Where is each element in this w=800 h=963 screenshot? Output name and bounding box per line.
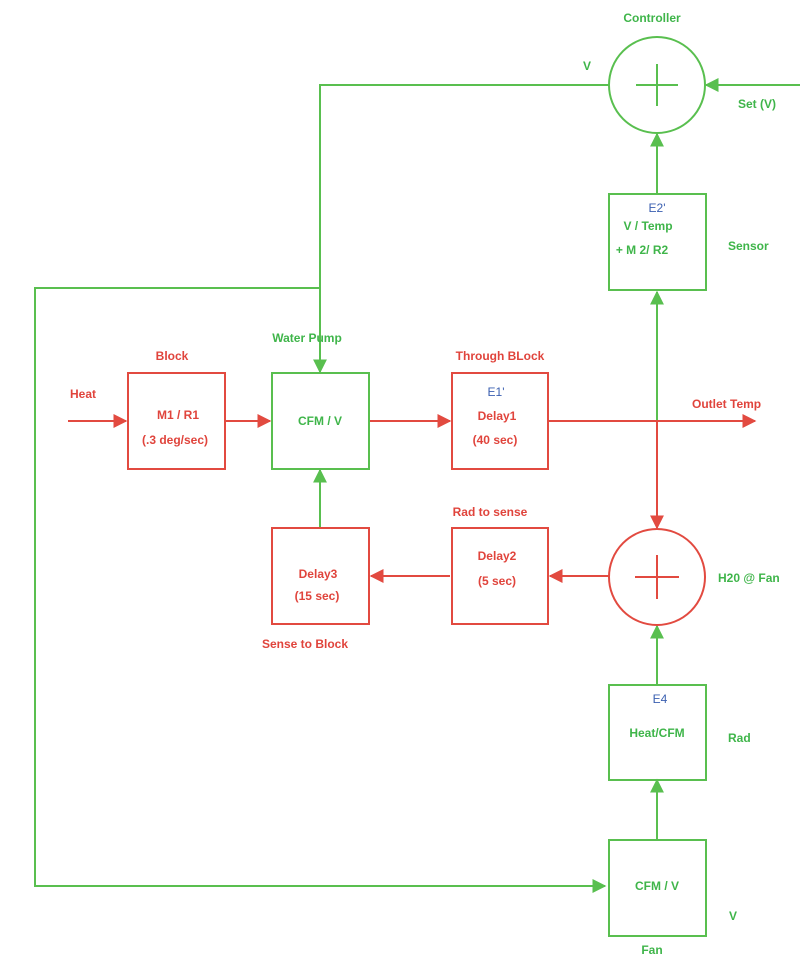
fan-voltage-feedback-line bbox=[34, 287, 607, 893]
delay3-caption: Sense to Block bbox=[262, 637, 348, 651]
sensor-line2: + M 2/ R2 bbox=[616, 243, 669, 257]
block-box bbox=[127, 372, 226, 470]
fan-label: Fan bbox=[641, 943, 662, 957]
rad-text: Heat/CFM bbox=[629, 726, 684, 740]
sum-junction-label: H20 @ Fan bbox=[718, 571, 780, 585]
heat-label: Heat bbox=[70, 387, 96, 401]
through-block-title: Through BLock bbox=[456, 349, 545, 363]
sum-circle bbox=[608, 528, 706, 626]
setpoint-label: Set (V) bbox=[738, 97, 776, 111]
rad-label: Rad bbox=[728, 731, 751, 745]
delay2-line1: Delay2 bbox=[478, 549, 517, 563]
delay3-line1: Delay3 bbox=[299, 567, 338, 581]
delay1-id: E1' bbox=[488, 385, 505, 399]
controller-summing-junction bbox=[608, 36, 706, 134]
delay1-line1: Delay1 bbox=[478, 409, 517, 423]
water-pump-box bbox=[271, 372, 370, 470]
controller-label: Controller bbox=[623, 11, 681, 25]
delay3-line2: (15 sec) bbox=[295, 589, 340, 603]
delay1-box bbox=[451, 372, 549, 470]
block-title: Block bbox=[156, 349, 189, 363]
fan-box bbox=[608, 839, 707, 937]
controller-output-label: V bbox=[583, 59, 591, 73]
delay2-title: Rad to sense bbox=[453, 505, 528, 519]
fan-text: CFM / V bbox=[635, 879, 679, 893]
rad-box bbox=[608, 684, 707, 781]
controller-to-pump-arrow bbox=[313, 84, 610, 374]
water-pump-title: Water Pump bbox=[272, 331, 342, 345]
block-line2: (.3 deg/sec) bbox=[142, 433, 208, 447]
fan-summing-junction bbox=[608, 528, 706, 626]
delay1-line2: (40 sec) bbox=[473, 433, 518, 447]
block-line1: M1 / R1 bbox=[157, 408, 199, 422]
rad-id: E4 bbox=[653, 692, 668, 706]
outlet-temp-label: Outlet Temp bbox=[692, 397, 761, 411]
sensor-line1: V / Temp bbox=[623, 219, 672, 233]
delay3-box bbox=[271, 527, 370, 625]
delay2-box bbox=[451, 527, 549, 625]
sensor-label: Sensor bbox=[728, 239, 769, 253]
delay2-line2: (5 sec) bbox=[478, 574, 516, 588]
sensor-box bbox=[608, 193, 707, 291]
red-connectors bbox=[68, 414, 757, 583]
green-connectors bbox=[34, 78, 800, 893]
sensor-id: E2' bbox=[649, 201, 666, 215]
water-pump-text: CFM / V bbox=[298, 414, 342, 428]
controller-circle bbox=[608, 36, 706, 134]
fan-side-label: V bbox=[729, 909, 737, 923]
